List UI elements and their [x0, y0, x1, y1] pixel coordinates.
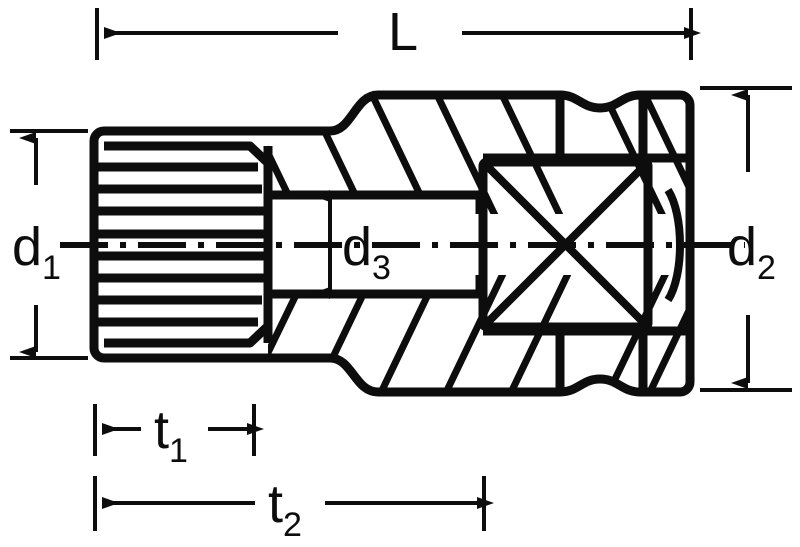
hatch-line	[601, 275, 681, 392]
hatch-line	[501, 275, 581, 392]
bore-top-edge	[268, 190, 485, 214]
dimension-d3: d3	[313, 190, 391, 299]
hatch-line	[426, 95, 506, 214]
spline-pocket-bottom	[104, 322, 272, 348]
hatch-line	[646, 275, 688, 392]
dimension-d2: d2	[700, 86, 792, 392]
spline-pocket-top	[104, 141, 272, 167]
hatch-line	[641, 95, 688, 212]
hatch-line	[436, 275, 516, 392]
dimension-d1: d1	[10, 129, 88, 360]
dimension-label-L: L	[388, 2, 418, 62]
dimension-label-d2: d2	[727, 217, 776, 287]
dimension-label-d3: d3	[342, 217, 391, 287]
hatch-line	[241, 275, 316, 392]
dimension-t1: t1	[93, 400, 264, 470]
ball-detent-arc	[664, 187, 684, 303]
dimension-label-d1: d1	[12, 217, 61, 287]
socket-outer-profile	[89, 90, 695, 397]
spline-teeth-group	[98, 162, 264, 327]
dimension-label-t2: t2	[268, 474, 302, 544]
dimension-L: L	[95, 2, 701, 62]
hatch-line	[491, 95, 571, 214]
hatch-line	[361, 95, 441, 214]
dimension-t2: t2	[93, 474, 494, 544]
dimension-label-t1: t1	[154, 400, 188, 470]
hatch-line	[596, 95, 676, 214]
